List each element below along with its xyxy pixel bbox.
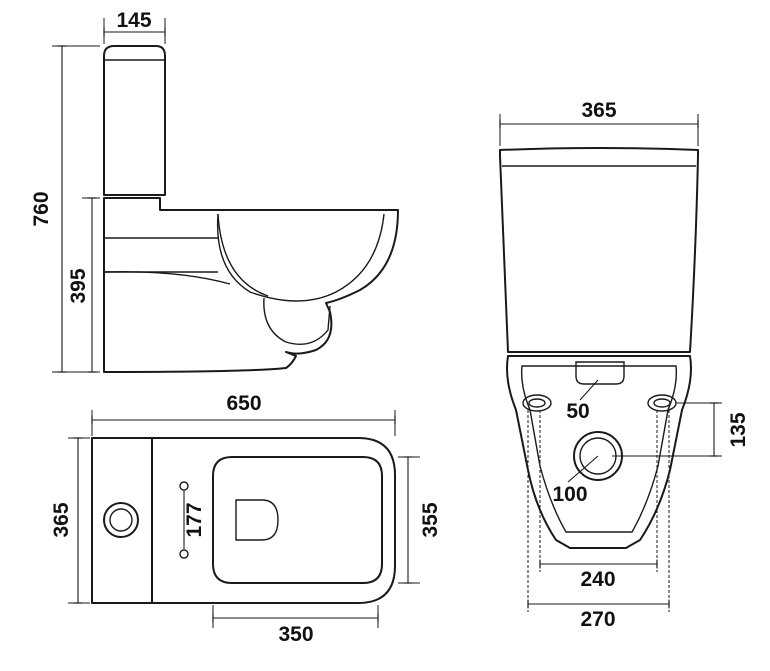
dim-seat-height: 395: [67, 268, 90, 303]
rear-cistern: [499, 147, 699, 353]
dim-bowl-offset: 350: [278, 623, 313, 646]
top-view: 177 650 365 355 350: [50, 392, 442, 646]
dim-rear-width: 365: [581, 99, 616, 122]
rear-pan: [506, 355, 692, 549]
side-cistern: [103, 45, 166, 196]
side-pan: [103, 197, 399, 373]
top-bowl-opening: [235, 499, 279, 541]
dim-outer-width: 270: [580, 608, 615, 631]
top-seat-rim: [212, 456, 383, 584]
dim-width-bowl: 355: [419, 502, 442, 537]
dim-outlet: 100: [552, 483, 587, 506]
rear-view: 50 100 365 135 240 270: [499, 99, 750, 631]
dim-fixing-spacing: 177: [183, 502, 206, 537]
dim-length: 650: [226, 392, 261, 415]
dim-tank-depth: 145: [116, 9, 151, 32]
dim-inlet: 50: [566, 400, 589, 423]
side-view: 145 760 395: [30, 9, 399, 373]
dim-width-total: 365: [50, 502, 73, 537]
dim-inner-width: 240: [580, 568, 615, 591]
dim-fixing-offset: 135: [727, 412, 750, 447]
top-outline: [91, 437, 396, 604]
dim-total-height: 760: [30, 191, 53, 226]
